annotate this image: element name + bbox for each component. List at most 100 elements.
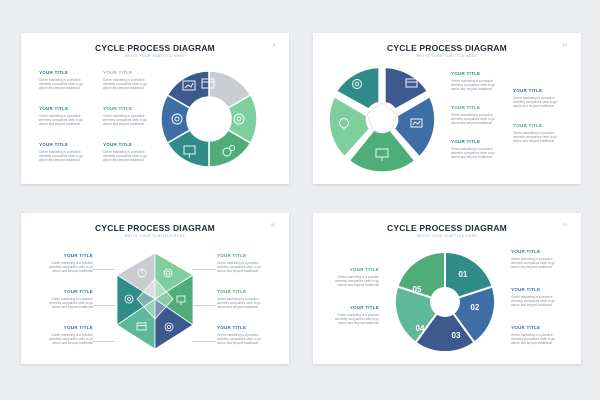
item-body: Green marketing is a practice whereby co… (49, 296, 93, 310)
slide-title: CYCLE PROCESS DIAGRAM (387, 223, 507, 233)
text-block-4: YOUR TITLE Green marketing is a practice… (103, 70, 155, 91)
target-icon (163, 268, 173, 278)
slide-subtitle: WRITE YOUR SUBTITLE HERE (124, 54, 186, 58)
text-block-2: YOUR TITLE Green marketing is a practice… (41, 289, 93, 310)
item-body: Green marketing is a practice whereby co… (511, 256, 555, 270)
slide-title: CYCLE PROCESS DIAGRAM (95, 43, 215, 53)
item-title: YOUR TITLE (349, 267, 379, 272)
item-title: YOUR TITLE (103, 142, 133, 147)
analytics-screen-icon (410, 118, 423, 128)
item-title: YOUR TITLE (451, 105, 481, 110)
text-block-2: YOUR TITLE Green marketing is a practice… (39, 106, 91, 127)
text-block-4: YOUR TITLE Green marketing is a practice… (217, 253, 269, 274)
leader-line (193, 305, 215, 306)
text-block-4: YOUR TITLE Green marketing is a practice… (511, 287, 563, 308)
gear-chart-icon (352, 79, 362, 89)
text-block-3: YOUR TITLE Green marketing is a practice… (41, 325, 93, 346)
segment-02 (451, 285, 497, 344)
item-body: Green marketing is a practice whereby co… (513, 130, 557, 144)
idea-icon (339, 118, 349, 130)
item-body: Green marketing is a practice whereby co… (49, 332, 93, 346)
org-chart-icon (176, 295, 186, 305)
leader-line (193, 269, 215, 270)
text-block-5: YOUR TITLE Green marketing is a practice… (513, 123, 565, 144)
item-title: YOUR TITLE (63, 253, 93, 258)
item-body: Green marketing is a practice whereby co… (451, 112, 495, 126)
item-body: Green marketing is a practice whereby co… (217, 260, 261, 274)
browser-window-icon (136, 322, 147, 331)
text-block-3: YOUR TITLE Green marketing is a practice… (39, 142, 91, 163)
face-bottom-right (154, 298, 194, 350)
text-block-5: YOUR TITLE Green marketing is a practice… (217, 289, 269, 310)
segment-05 (396, 250, 446, 299)
item-body: Green marketing is a practice whereby co… (103, 77, 147, 91)
text-block-5: YOUR TITLE Green marketing is a practice… (103, 106, 155, 127)
text-block-1: YOUR TITLE Green marketing is a practice… (327, 267, 379, 288)
text-block-6: YOUR TITLE Green marketing is a practice… (217, 325, 269, 346)
segment-green (347, 128, 417, 174)
step-number-01: 01 (459, 270, 468, 279)
segment-navy (166, 70, 210, 110)
text-block-2: YOUR TITLE Green marketing is a practice… (327, 305, 379, 326)
text-block-5: YOUR TITLE Green marketing is a practice… (511, 325, 563, 346)
text-block-3: YOUR TITLE Green marketing is a practice… (451, 139, 503, 160)
slide-cycle-pentagon-5: CYCLE PROCESS DIAGRAM WRITE YOUR SUBTITL… (313, 33, 581, 184)
step-number-02: 02 (471, 303, 480, 312)
item-body: Green marketing is a practice whereby co… (103, 113, 147, 127)
item-body: Green marketing is a practice whereby co… (39, 77, 83, 91)
gear-chart-icon (233, 113, 245, 125)
presentation-board-icon (164, 322, 174, 332)
text-block-1: YOUR TITLE Green marketing is a practice… (39, 70, 91, 91)
gears-icon (222, 145, 235, 157)
item-title: YOUR TITLE (349, 305, 379, 310)
item-title: YOUR TITLE (63, 289, 93, 294)
gears-icon (124, 294, 134, 304)
numbered-cycle-diagram: 01 02 03 04 05 (393, 250, 497, 353)
item-title: YOUR TITLE (103, 106, 133, 111)
slide-title: CYCLE PROCESS DIAGRAM (95, 223, 215, 233)
item-body: Green marketing is a practice whereby co… (511, 294, 555, 308)
segment-navy (383, 66, 430, 111)
text-block-3: YOUR TITLE Green marketing is a practice… (511, 249, 563, 270)
text-block-1: YOUR TITLE Green marketing is a practice… (41, 253, 93, 274)
item-title: YOUR TITLE (63, 325, 93, 330)
center-pentagon (366, 102, 398, 132)
text-block-1: YOUR TITLE Green marketing is a practice… (451, 71, 503, 92)
page-number: 9 (272, 42, 275, 47)
item-body: Green marketing is a practice whereby co… (103, 149, 147, 163)
item-body: Green marketing is a practice whereby co… (49, 260, 93, 274)
item-body: Green marketing is a practice whereby co… (451, 146, 495, 160)
item-title: YOUR TITLE (217, 253, 247, 258)
item-title: YOUR TITLE (513, 123, 543, 128)
item-title: YOUR TITLE (511, 287, 541, 292)
page-number: 10 (562, 42, 567, 47)
item-title: YOUR TITLE (39, 106, 69, 111)
presentation-board-icon (375, 148, 389, 161)
item-title: YOUR TITLE (39, 142, 69, 147)
item-title: YOUR TITLE (511, 249, 541, 254)
item-title: YOUR TITLE (513, 88, 543, 93)
item-title: YOUR TITLE (451, 71, 481, 76)
slide-subtitle: WRITE YOUR SUBTITLE HERE (416, 54, 478, 58)
item-body: Green marketing is a practice whereby co… (39, 113, 83, 127)
segment-04 (393, 285, 439, 344)
page-number: 11 (270, 222, 275, 227)
item-title: YOUR TITLE (217, 325, 247, 330)
center-diamond (136, 278, 174, 320)
item-body: Green marketing is a practice whereby co… (511, 332, 555, 346)
slide-cycle-numbered-5: CYCLE PROCESS DIAGRAM WRITE YOUR SUBTITL… (313, 213, 581, 364)
leader-line (93, 269, 115, 270)
segment-light-green (327, 94, 372, 159)
item-body: Green marketing is a practice whereby co… (217, 332, 261, 346)
leader-line (93, 305, 115, 306)
item-body: Green marketing is a practice whereby co… (217, 296, 261, 310)
slide-cycle-donut-6: CYCLE PROCESS DIAGRAM WRITE YOUR SUBTITL… (21, 33, 289, 184)
item-title: YOUR TITLE (217, 289, 247, 294)
item-title: YOUR TITLE (451, 139, 481, 144)
item-body: Green marketing is a practice whereby co… (451, 78, 495, 92)
item-body: Green marketing is a practice whereby co… (335, 312, 379, 326)
pie-chart-icon (137, 268, 147, 278)
item-body: Green marketing is a practice whereby co… (513, 95, 557, 109)
hexagon-cube-diagram (116, 252, 194, 350)
slide-title: CYCLE PROCESS DIAGRAM (387, 43, 507, 53)
